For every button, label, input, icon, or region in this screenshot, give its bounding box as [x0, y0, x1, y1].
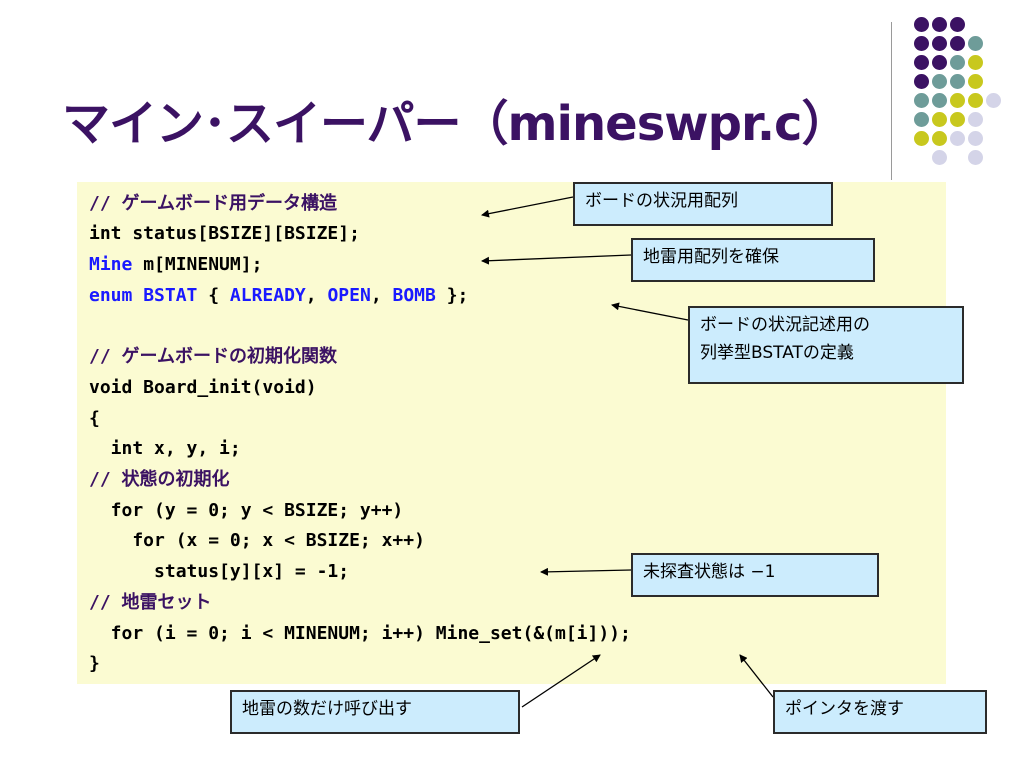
decorative-dot [932, 112, 947, 127]
decorative-dot [968, 112, 983, 127]
code-line-mine-loop: for (i = 0; i < MINENUM; i++) Mine_set(&… [89, 623, 631, 644]
decorative-dot [968, 93, 983, 108]
decorative-dot [950, 17, 965, 32]
decorative-dot [968, 131, 983, 146]
callout-unexplored-state: 未探査状態は −1 [631, 553, 879, 597]
decorative-dot [968, 55, 983, 70]
code-text: }; [435, 285, 469, 306]
code-line-inner-loop: for (x = 0; x < BSIZE; x++) [89, 530, 425, 551]
decorative-dot [932, 17, 947, 32]
code-line-mine-decl: Mine m[MINENUM]; [89, 250, 262, 280]
code-text: , [305, 285, 328, 306]
code-line-status-assign: status[y][x] = -1; [89, 561, 350, 582]
code-comment-state-init: // 状態の初期化 [89, 469, 230, 490]
decorative-dot [932, 55, 947, 70]
decorative-dot [932, 150, 947, 165]
decorative-dot [932, 93, 947, 108]
decorative-dot [950, 36, 965, 51]
decorative-dot [914, 55, 929, 70]
code-text: , [370, 285, 393, 306]
code-keyword: enum [89, 285, 133, 306]
code-line-open-brace: { [89, 408, 100, 429]
callout-text: ポインタを渡す [785, 699, 904, 719]
code-keyword: Mine [89, 254, 133, 275]
code-text: m[MINENUM]; [132, 254, 263, 275]
code-line-close-brace: } [89, 653, 100, 674]
decorative-dot [950, 55, 965, 70]
callout-text-line2: 列挙型BSTATの定義 [700, 343, 854, 363]
decorative-dot [914, 112, 929, 127]
code-keyword: ALREADY [229, 285, 306, 306]
callout-text: ボードの状況用配列 [585, 191, 738, 211]
code-text [132, 285, 143, 306]
code-keyword: OPEN [327, 285, 371, 306]
decorative-divider [891, 22, 892, 180]
code-line-enum-decl: enum BSTAT { ALREADY, OPEN, BOMB }; [89, 281, 468, 311]
code-comment-mine-set: // 地雷セット [89, 592, 212, 613]
callout-bstat-enum: ボードの状況記述用の 列挙型BSTATの定義 [688, 306, 964, 384]
decorative-dot [968, 36, 983, 51]
callout-mine-array: 地雷用配列を確保 [631, 238, 875, 282]
code-comment-board-init: // ゲームボードの初期化関数 [89, 346, 337, 367]
decorative-dot [914, 17, 929, 32]
callout-text: 地雷の数だけ呼び出す [242, 699, 412, 719]
callout-text-line1: ボードの状況記述用の [700, 315, 870, 335]
decorative-dot [914, 131, 929, 146]
callout-text: 地雷用配列を確保 [643, 247, 779, 267]
decorative-dot [950, 112, 965, 127]
decorative-dot [950, 74, 965, 89]
code-line-status-decl: int status[BSIZE][BSIZE]; [89, 223, 360, 244]
decorative-dot [932, 36, 947, 51]
code-line-outer-loop: for (y = 0; y < BSIZE; y++) [89, 500, 404, 521]
decorative-dot [914, 74, 929, 89]
decorative-dot [986, 93, 1001, 108]
callout-pass-pointer: ポインタを渡す [773, 690, 987, 734]
decorative-dot [968, 74, 983, 89]
code-keyword: BOMB [392, 285, 436, 306]
decorative-dot [932, 131, 947, 146]
slide-title: マイン･スイーパー（mineswpr.c） [62, 96, 850, 152]
decorative-dot [950, 131, 965, 146]
decorative-dot [968, 150, 983, 165]
decorative-dot [914, 93, 929, 108]
decorative-dot [950, 93, 965, 108]
code-text: { [197, 285, 230, 306]
code-line-local-vars: int x, y, i; [89, 438, 241, 459]
decorative-dot [932, 74, 947, 89]
code-line-function-signature: void Board_init(void) [89, 377, 317, 398]
code-comment-data-structures: // ゲームボード用データ構造 [89, 193, 337, 214]
callout-text: 未探査状態は −1 [643, 562, 776, 582]
callout-call-per-mine: 地雷の数だけ呼び出す [230, 690, 520, 734]
code-keyword: BSTAT [143, 285, 198, 306]
callout-board-status-array: ボードの状況用配列 [573, 182, 833, 226]
decorative-dot [914, 36, 929, 51]
